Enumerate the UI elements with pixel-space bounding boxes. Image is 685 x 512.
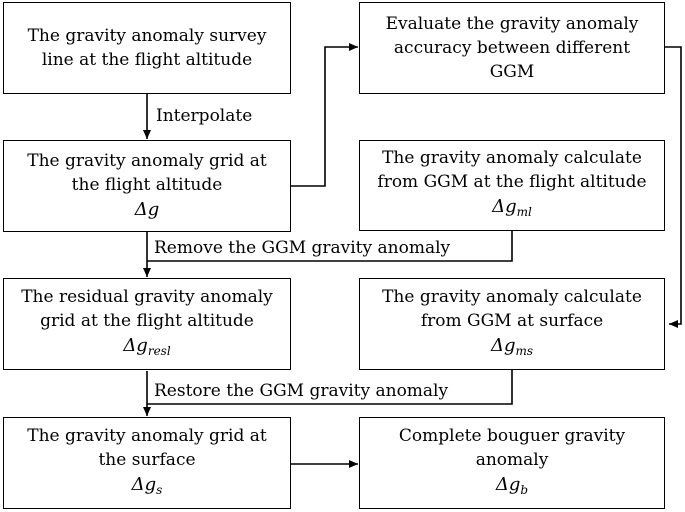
grid-flight-line1: The gravity anomaly grid at (27, 151, 267, 171)
evaluate-line1: Evaluate the gravity anomaly (385, 14, 639, 34)
grid-flight-line2: the flight altitude (71, 175, 223, 195)
grid-flight-symbol: Δg (134, 199, 160, 220)
ggm-flight-symbol: Δgml (492, 196, 532, 219)
bouguer-line2: anomaly (475, 449, 549, 470)
restore-label: Restore the GGM gravity anomaly (154, 381, 449, 401)
residual-box: The residual gravity anomaly grid at the… (3, 278, 291, 370)
grid-surface-line1: The gravity anomaly grid at (27, 425, 267, 446)
ggm-surface-box: The gravity anomaly calculate from GGM a… (359, 278, 665, 370)
survey-line-box: The gravity anomaly survey line at the f… (3, 2, 291, 94)
grid-surface-line2: the surface (98, 449, 196, 470)
residual-line2: grid at the flight altitude (40, 310, 254, 331)
ggm-flight-line1: The gravity anomaly calculate (382, 148, 642, 168)
ggm-surface-symbol: Δgms (490, 334, 534, 358)
bouguer-box: Complete bouguer gravity anomaly Δgb (359, 417, 665, 509)
grid-surface-symbol: Δgs (131, 473, 163, 497)
grid-surface-box: The gravity anomaly grid at the surface … (3, 417, 291, 509)
ggm-flight-line2: from GGM at the flight altitude (377, 172, 647, 192)
remove-label: Remove the GGM gravity anomaly (154, 238, 451, 258)
residual-symbol: Δgresl (123, 334, 171, 358)
bouguer-line1: Complete bouguer gravity (398, 425, 626, 446)
ggm-flight-box: The gravity anomaly calculate from GGM a… (359, 140, 665, 231)
interpolate-label: Interpolate (156, 106, 253, 126)
bouguer-symbol: Δgb (495, 473, 529, 497)
evaluate-line2: accuracy between different (393, 38, 631, 58)
survey-line-line2: line at the flight altitude (41, 50, 253, 70)
ggm-surface-line1: The gravity anomaly calculate (382, 286, 642, 307)
arrow-ggm-flight-into-remove (147, 231, 513, 262)
arrow-evaluate-to-ggm-surface (665, 46, 682, 328)
arrow-ggm-surface-into-restore (147, 370, 513, 405)
evaluate-line3: GGM (489, 62, 535, 82)
grid-flight-box: The gravity anomaly grid at the flight a… (3, 140, 291, 232)
arrow-to-evaluate (291, 43, 358, 187)
residual-line1: The residual gravity anomaly (21, 286, 273, 307)
survey-line-line1: The gravity anomaly survey (27, 26, 267, 46)
evaluate-box: Evaluate the gravity anomaly accuracy be… (359, 2, 665, 94)
ggm-surface-line2: from GGM at surface (420, 310, 604, 331)
